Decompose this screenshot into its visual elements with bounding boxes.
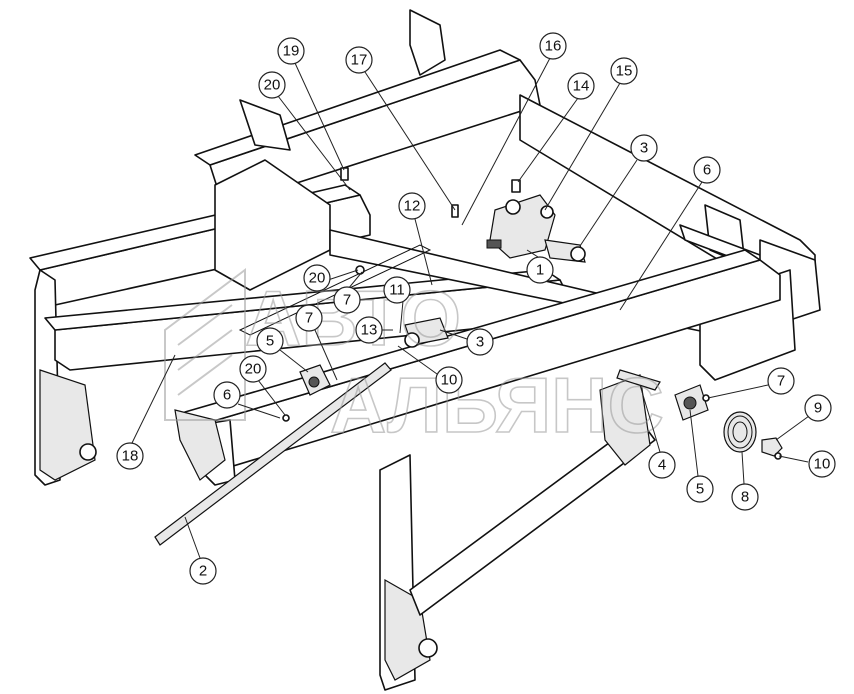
callout-7-right: 7 xyxy=(777,373,785,390)
callouts: 1 2 3 3 4 5 5 6 6 7 xyxy=(116,32,836,585)
bolt-17 xyxy=(451,204,459,218)
callout-2: 2 xyxy=(199,563,207,580)
callout-20-upper: 20 xyxy=(264,77,281,94)
pulley-nut xyxy=(761,437,783,457)
callout-7-lower: 7 xyxy=(305,310,313,327)
callout-6-left: 6 xyxy=(223,387,231,404)
callout-12: 12 xyxy=(404,198,421,215)
watermark-logo xyxy=(164,268,246,421)
pulley-groove-1 xyxy=(727,415,753,449)
front-foot-boss xyxy=(418,638,438,658)
callout-16: 16 xyxy=(545,38,562,55)
callout-18: 18 xyxy=(122,448,139,465)
callout-10-right: 10 xyxy=(814,456,831,473)
callout-19: 19 xyxy=(283,43,300,60)
upper-coupling-end xyxy=(570,246,586,262)
components xyxy=(154,167,783,546)
callout-5-right: 5 xyxy=(696,481,704,498)
callout-15: 15 xyxy=(616,63,633,80)
callout-11: 11 xyxy=(389,282,405,299)
watermark-line-2: АЛЬЯНС xyxy=(330,361,664,449)
callout-1: 1 xyxy=(536,262,544,279)
front-left-leg-plate xyxy=(174,409,226,481)
lower-coupling-end xyxy=(404,332,420,348)
callout-3-lower: 3 xyxy=(476,334,484,351)
gearbox-body xyxy=(489,194,556,259)
gearbox-flange xyxy=(505,199,521,215)
bearing-left-bore xyxy=(308,376,320,388)
callout-6-right: 6 xyxy=(703,162,711,179)
callout-20-lower: 20 xyxy=(245,361,262,378)
pulley xyxy=(723,411,757,453)
left-foot-boss xyxy=(79,443,97,461)
callout-7-mid: 7 xyxy=(343,292,351,309)
short-shaft xyxy=(616,369,661,391)
rear-left-bracket xyxy=(239,99,291,151)
drive-shaft xyxy=(154,362,392,546)
gearbox-bolt-14 xyxy=(511,179,521,193)
callout-13: 13 xyxy=(361,322,378,339)
callout-8: 8 xyxy=(741,489,749,506)
callout-17: 17 xyxy=(351,52,368,69)
callout-9: 9 xyxy=(814,400,822,417)
left-end-foot xyxy=(39,369,96,481)
gearbox-side-flange xyxy=(540,205,554,219)
callout-5-left: 5 xyxy=(266,333,274,350)
callout-3-upper: 3 xyxy=(640,140,648,157)
lower-diagonal-beam xyxy=(409,419,656,616)
bolt-20-left xyxy=(282,414,290,422)
callout-14: 14 xyxy=(573,78,590,95)
gearbox-output-shaft xyxy=(486,239,502,249)
pulley-groove-2 xyxy=(732,421,748,443)
callout-20-mid: 20 xyxy=(309,270,326,287)
callout-10-mid: 10 xyxy=(441,372,458,389)
bolt-19 xyxy=(340,167,349,181)
bearing-right-bore xyxy=(683,396,697,410)
rear-top-bracket xyxy=(409,9,446,76)
callout-4: 4 xyxy=(658,457,666,474)
